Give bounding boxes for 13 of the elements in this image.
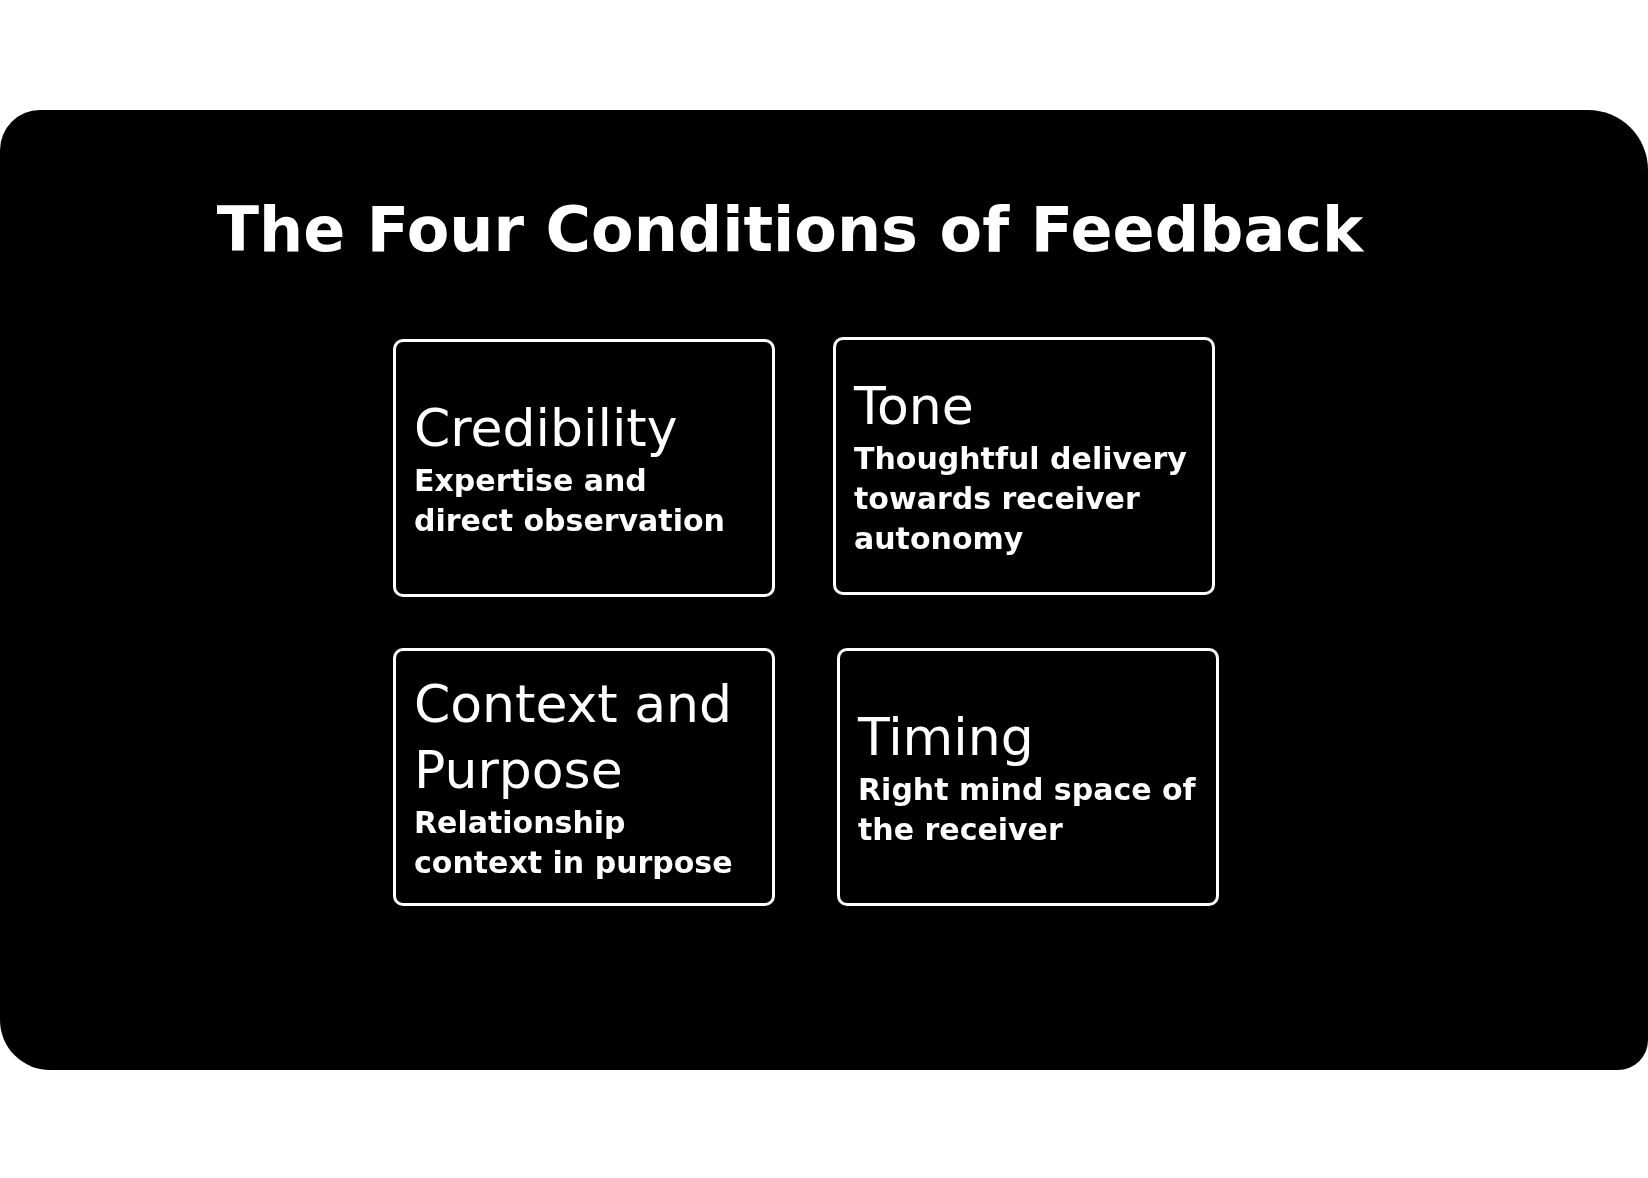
card-description: Relationship context in purpose <box>414 804 734 882</box>
card-heading: Credibility <box>414 397 679 460</box>
text-card <box>393 648 775 906</box>
card-description: Expertise and direct observation <box>414 462 726 540</box>
text-card <box>837 648 1219 906</box>
text-card <box>833 337 1215 595</box>
card-description: Thoughtful delivery towards receiver autonomy <box>854 440 1188 558</box>
card-heading: Context and Purpose <box>414 673 734 802</box>
card-description: Right mind space of the receiver <box>858 771 1197 849</box>
card-heading: Timing <box>858 706 1035 769</box>
title: The Four Conditions of Feedback <box>215 192 1365 268</box>
card-heading: Tone <box>854 375 975 438</box>
text-card <box>393 339 775 597</box>
